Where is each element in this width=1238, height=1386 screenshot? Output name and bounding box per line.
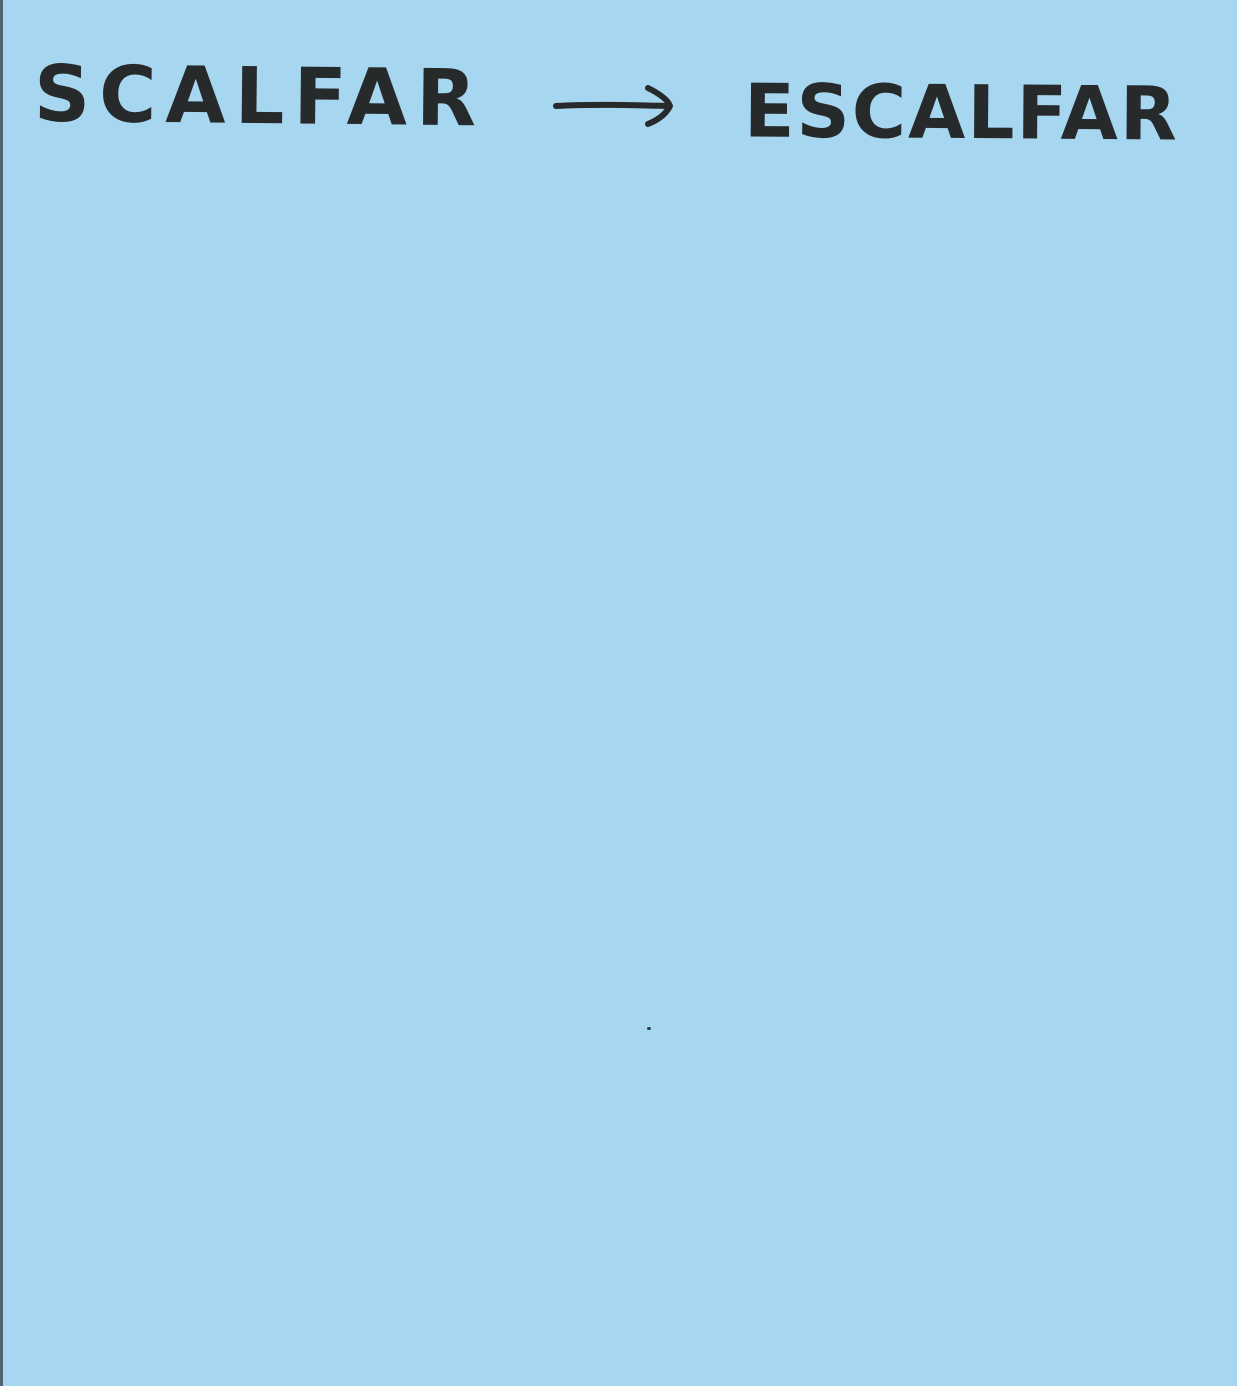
target-word: ESCALFAR	[743, 68, 1180, 158]
ink-speck	[647, 1027, 651, 1030]
source-word: SCALFAR	[33, 49, 486, 145]
note-left-edge	[0, 0, 3, 1386]
right-arrow-icon	[553, 85, 673, 127]
